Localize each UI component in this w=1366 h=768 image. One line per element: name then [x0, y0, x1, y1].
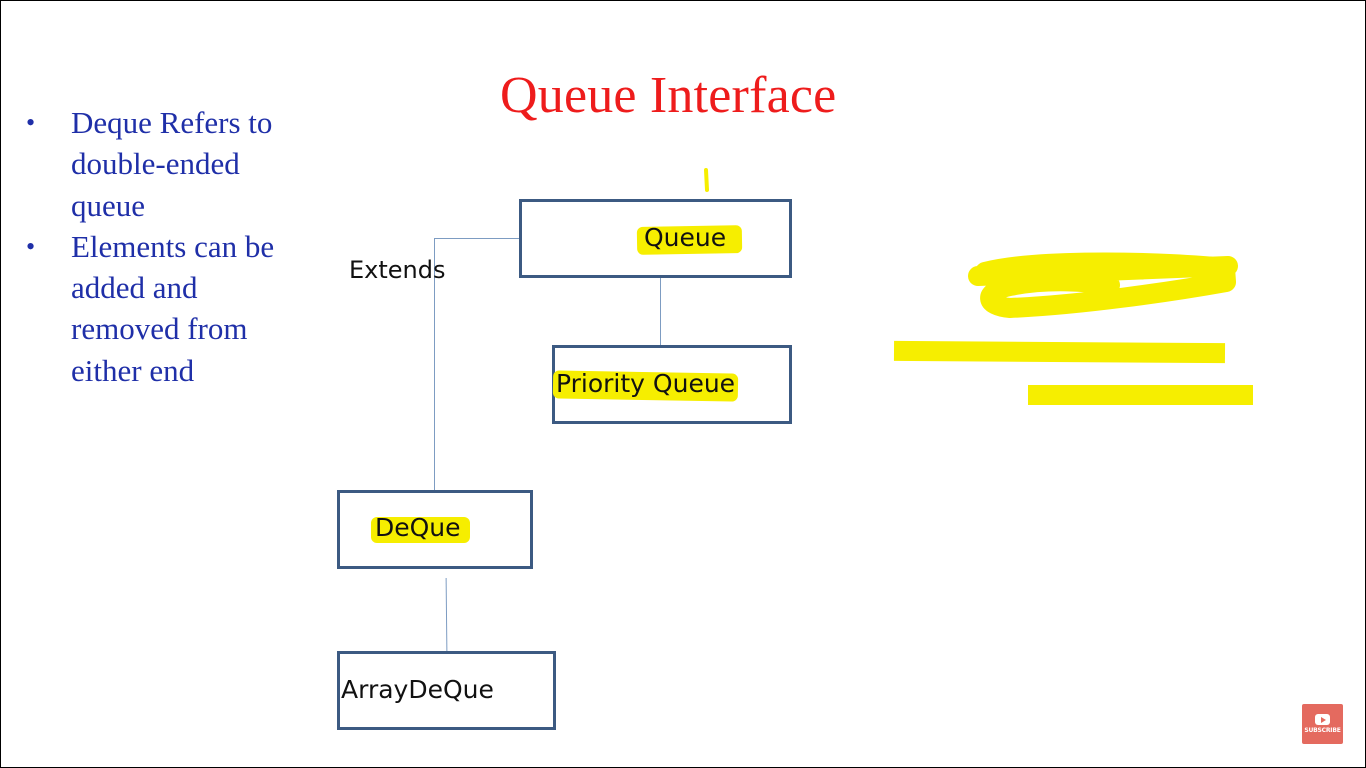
- connector-queue-to-deque-vertical: [434, 238, 435, 491]
- bullet-item: • Elements can be added and removed from…: [26, 226, 326, 391]
- node-arraydeque: [337, 651, 556, 730]
- connector-queue-to-priority-queue: [660, 276, 661, 346]
- youtube-play-icon: [1315, 714, 1330, 725]
- bullet-line: either end: [71, 352, 195, 388]
- highlighter-scribble-loop: [968, 252, 1238, 318]
- bullet-line: removed from: [71, 311, 248, 347]
- slide-title: Queue Interface: [500, 67, 837, 124]
- subscribe-label: SUBSCRIBE: [1304, 727, 1341, 734]
- node-deque-label: DeQue: [375, 513, 461, 542]
- highlighter-stroke-long: [893, 340, 1226, 364]
- bullet-line: double-ended: [71, 146, 240, 182]
- highlighter-tick-mark: [704, 168, 709, 192]
- node-priority-queue-label: Priority Queue: [556, 369, 736, 398]
- bullet-line: queue: [71, 187, 146, 223]
- subscribe-button[interactable]: SUBSCRIBE: [1302, 704, 1343, 744]
- bullet-dot-icon: •: [26, 231, 36, 261]
- bullet-line: Elements can be: [71, 228, 275, 264]
- node-queue-label: Queue: [644, 223, 727, 252]
- node-queue: [519, 199, 792, 278]
- connector-queue-to-deque-horizontal: [434, 238, 520, 239]
- bullet-line: added and: [71, 270, 198, 306]
- bullet-dot-icon: •: [26, 108, 36, 137]
- highlight-deque: [371, 517, 470, 543]
- extends-label: Extends: [349, 256, 446, 284]
- bullet-line: Deque Refers to: [71, 105, 273, 140]
- node-arraydeque-label: ArrayDeQue: [341, 675, 494, 704]
- bullet-list: • Deque Refers to double-ended queue • E…: [26, 102, 326, 391]
- bullet-item: • Deque Refers to double-ended queue: [26, 102, 326, 226]
- node-deque: [337, 490, 533, 569]
- highlighter-stroke-short: [1028, 385, 1253, 405]
